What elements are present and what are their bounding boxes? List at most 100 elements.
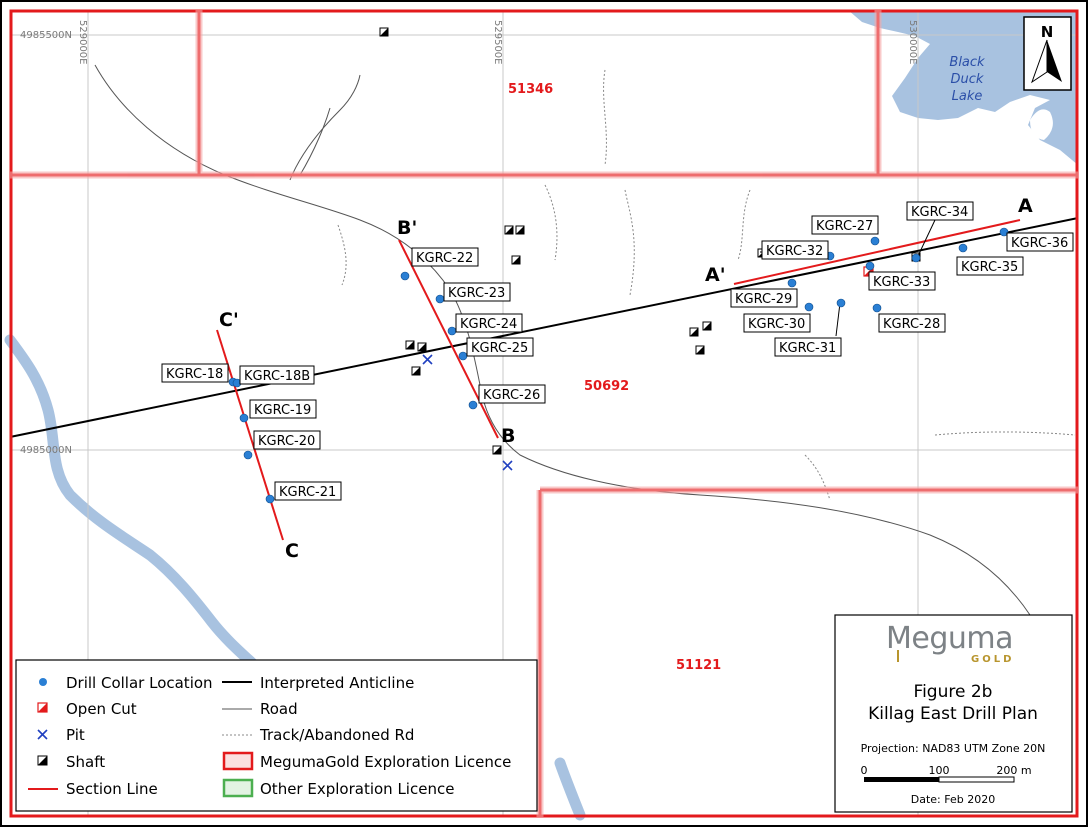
track-2 [624, 189, 635, 296]
svg-text:KGRC-35: KGRC-35 [961, 260, 1018, 275]
svg-text:KGRC-26: KGRC-26 [483, 388, 540, 403]
svg-text:KGRC-21: KGRC-21 [279, 485, 336, 500]
track-5 [934, 431, 1076, 436]
figure-number: Figure 2b [914, 682, 993, 702]
collar-label-kgrc-24: KGRC-24 [455, 313, 523, 333]
legend-drill-collar-label: Drill Collar Location [66, 674, 213, 692]
collar-label-kgrc-34: KGRC-34 [906, 201, 974, 221]
shaft-icon [411, 366, 421, 376]
collar-label-kgrc-29: KGRC-29 [730, 288, 798, 308]
svg-text:KGRC-33: KGRC-33 [873, 275, 930, 290]
drill-collar-kgrc-27[interactable] [870, 236, 880, 246]
licence-label-51121: 51121 [676, 658, 721, 673]
licence-label-51346: 51346 [508, 82, 553, 97]
shaft-icon [492, 445, 502, 455]
section-line-a [733, 219, 1021, 285]
svg-text:KGRC-24: KGRC-24 [460, 317, 517, 332]
tracks [337, 69, 1076, 501]
legend-track-label: Track/Abandoned Rd [259, 726, 414, 744]
brand-name: Meguma [886, 621, 1013, 656]
drill-collar-kgrc-26[interactable] [468, 400, 478, 410]
svg-text:KGRC-23: KGRC-23 [448, 286, 505, 301]
river-southeast [554, 757, 586, 821]
licence-boundary-hatching [10, 10, 1078, 817]
collar-label-kgrc-28: KGRC-28 [878, 313, 946, 333]
track-7 [737, 189, 751, 261]
svg-text:KGRC-30: KGRC-30 [748, 317, 805, 332]
drill-collar-kgrc-19[interactable] [239, 413, 249, 423]
svg-text:KGRC-36: KGRC-36 [1011, 236, 1068, 251]
drill-collar-kgrc-30[interactable] [804, 302, 814, 312]
svg-text:KGRC-18B: KGRC-18B [244, 369, 310, 384]
section-label-b-prime: B' [397, 217, 417, 239]
drill-collar-kgrc-21[interactable] [265, 494, 275, 504]
shafts [379, 27, 921, 455]
legend-shaft-icon [37, 755, 48, 766]
lake-island [1030, 109, 1053, 140]
north-arrow-icon [1047, 40, 1062, 82]
legend-shaft-label: Shaft [66, 753, 105, 771]
drill-collar-kgrc-20[interactable] [243, 450, 253, 460]
lake-label-line-3: Lake [952, 89, 983, 104]
svg-text:KGRC-22: KGRC-22 [416, 251, 473, 266]
section-label-b: B [501, 425, 515, 447]
drill-collar-kgrc-31[interactable] [836, 298, 846, 308]
collar-label-kgrc-23: KGRC-23 [443, 282, 511, 302]
shaft-icon [379, 27, 389, 37]
collar-label-kgrc-25: KGRC-25 [466, 337, 534, 357]
collar-label-kgrc-26: KGRC-26 [478, 384, 546, 404]
north-arrow: N [1023, 16, 1072, 91]
black-duck-lake-label: Black Duck Lake [949, 55, 985, 104]
legend-anticline-label: Interpreted Anticline [260, 674, 414, 692]
drill-collar-kgrc-28[interactable] [872, 303, 882, 313]
collar-label-kgrc-31: KGRC-31 [774, 337, 842, 357]
north-label: N [1041, 23, 1054, 41]
pit-icon [422, 354, 433, 365]
shaft-icon [695, 345, 705, 355]
collar-labels: KGRC-18 KGRC-18B KGRC-19 KGRC-20 KGRC-21… [161, 201, 1074, 501]
meguma-gold-logo: Meguma GOLD [886, 621, 1014, 665]
shaft-icon [702, 321, 712, 331]
svg-text:KGRC-19: KGRC-19 [254, 403, 311, 418]
collar-label-kgrc-21: KGRC-21 [274, 481, 342, 501]
grid-label-530000e: 530000E [907, 20, 918, 65]
drill-collar-kgrc-36[interactable] [999, 227, 1009, 237]
scale-tick-200: 200 m [996, 764, 1031, 777]
licence-50692-boundary [9, 9, 1079, 818]
legend-box [15, 659, 538, 812]
drill-collar-kgrc-35[interactable] [958, 243, 968, 253]
section-labels: A A' B B' C C' [219, 195, 1033, 562]
svg-text:KGRC-31: KGRC-31 [779, 341, 836, 356]
figure-title: Killag East Drill Plan [868, 704, 1038, 724]
collar-label-kgrc-32: KGRC-32 [761, 240, 829, 260]
shaft-icon [504, 225, 514, 235]
grid-label-4985500n: 4985500N [20, 30, 72, 41]
collar-label-kgrc-33: KGRC-33 [868, 271, 936, 291]
black-duck-lake [848, 10, 1078, 165]
collar-label-kgrc-36: KGRC-36 [1006, 232, 1074, 252]
drill-collar-kgrc-34[interactable] [911, 253, 921, 263]
drill-collar-kgrc-25[interactable] [458, 351, 468, 361]
drill-collar-kgrc-23[interactable] [435, 294, 445, 304]
shaft-icon [511, 255, 521, 265]
section-label-a: A [1018, 195, 1033, 217]
legend-megumagold-licence-icon [222, 751, 254, 771]
collar-label-kgrc-22: KGRC-22 [411, 247, 479, 267]
shaft-icon [405, 340, 415, 350]
collar-label-kgrc-30: KGRC-30 [743, 313, 811, 333]
drill-collar-kgrc-29[interactable] [787, 278, 797, 288]
svg-text:KGRC-28: KGRC-28 [883, 317, 940, 332]
drill-collar-kgrc-22[interactable] [400, 271, 410, 281]
legend-section-line-label: Section Line [66, 780, 158, 798]
svg-text:KGRC-27: KGRC-27 [816, 219, 873, 234]
pit-icon [502, 460, 513, 471]
drill-collar-kgrc-24[interactable] [447, 326, 457, 336]
legend-pit-icon [37, 729, 48, 740]
drill-collar-kgrc-33[interactable] [865, 261, 875, 271]
grid-label-529500e: 529500E [492, 20, 503, 65]
track-4 [337, 224, 347, 286]
collar-label-kgrc-19: KGRC-19 [249, 399, 317, 419]
svg-text:KGRC-18: KGRC-18 [166, 367, 223, 382]
svg-text:KGRC-32: KGRC-32 [766, 244, 823, 259]
collar-label-kgrc-35: KGRC-35 [956, 256, 1024, 276]
